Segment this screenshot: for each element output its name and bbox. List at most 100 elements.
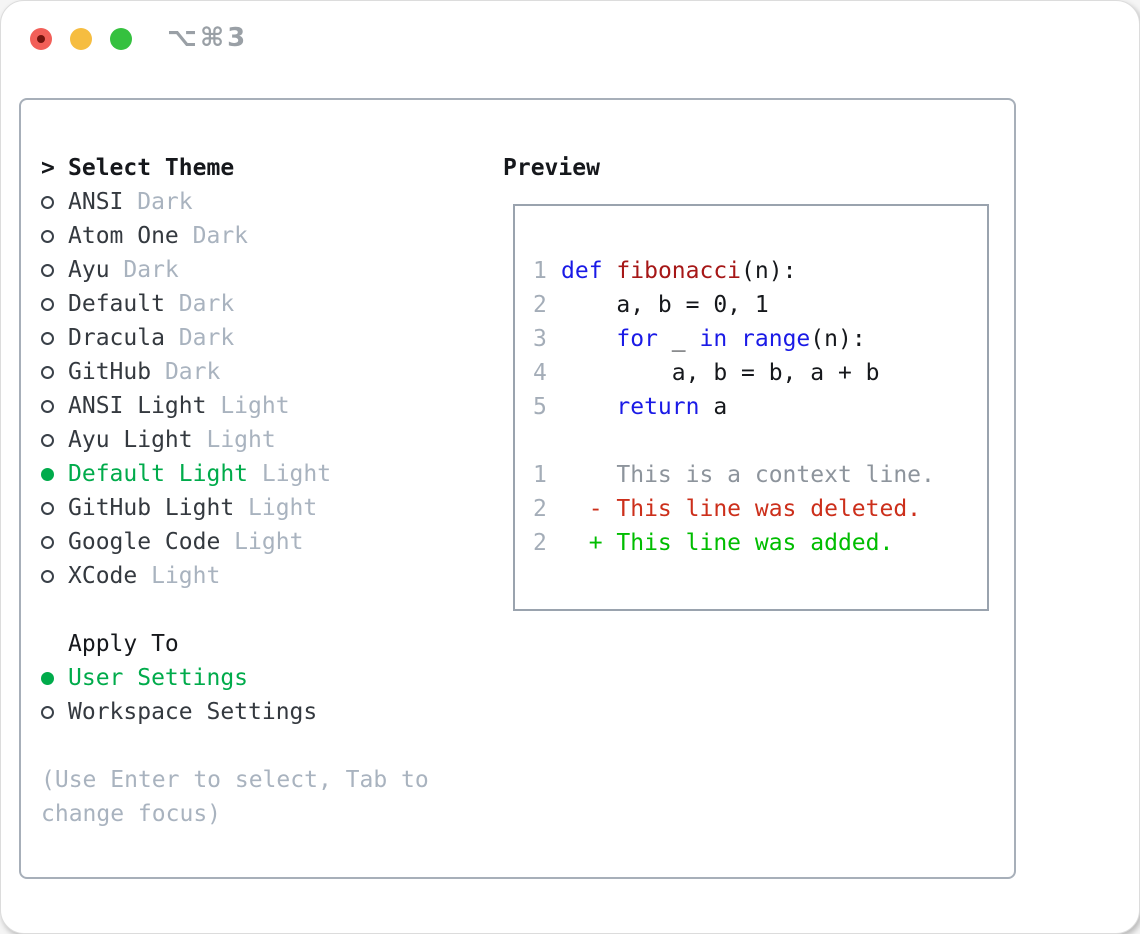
theme-label: Default	[68, 291, 165, 317]
apply-to-option[interactable]: Workspace Settings	[41, 695, 429, 729]
radio-icon	[41, 297, 68, 311]
select-theme-title: Select Theme	[68, 155, 235, 181]
radio-selected-icon	[41, 671, 68, 685]
theme-label: GitHub	[68, 359, 152, 385]
code-segment-fn: fibonacci	[616, 258, 742, 284]
theme-option[interactable]: GitHub Light Light	[41, 491, 429, 525]
code-line: 3 for _ in range(n):	[533, 322, 987, 356]
line-number: 2	[533, 292, 547, 318]
code-segment-pl	[561, 326, 616, 352]
theme-option[interactable]: Google Code Light	[41, 525, 429, 559]
theme-option[interactable]: Ayu Light Light	[41, 423, 429, 457]
code-segment-pl: a	[699, 394, 728, 420]
theme-label: Google Code	[68, 529, 221, 555]
theme-label: Default Light	[68, 461, 249, 487]
code-segment-pl: a, b = b, a + b	[561, 360, 880, 386]
close-button[interactable]	[30, 28, 52, 50]
radio-icon	[41, 399, 68, 413]
code-segment-pl	[727, 326, 741, 352]
code-segment-pl	[603, 258, 617, 284]
theme-option[interactable]: Dracula Dark	[41, 321, 429, 355]
line-number: 3	[533, 326, 547, 352]
theme-variant-label: Light	[234, 495, 318, 521]
radio-selected-icon	[41, 467, 68, 481]
radio-icon	[41, 433, 68, 447]
code-line: 5 return a	[533, 390, 987, 424]
preview-title: Preview	[503, 155, 600, 181]
code-line: 4 a, b = b, a + b	[533, 356, 987, 390]
apply-to-option[interactable]: User Settings	[41, 661, 429, 695]
code-line: 1 def fibonacci(n):	[533, 254, 987, 288]
apply-to-label: Workspace Settings	[68, 699, 318, 725]
theme-option[interactable]: Ayu Dark	[41, 253, 429, 287]
code-segment-pl: _	[657, 326, 700, 352]
spacer-row	[41, 593, 429, 627]
code-line: 2 - This line was deleted.	[533, 492, 987, 526]
radio-icon	[41, 501, 68, 515]
theme-option[interactable]: ANSI Dark	[41, 185, 429, 219]
minimize-button[interactable]	[70, 28, 92, 50]
theme-variant-label: Light	[206, 393, 290, 419]
code-line: 2 + This line was added.	[533, 526, 987, 560]
line-number: 2	[533, 530, 547, 556]
code-segment-add: + This line was added.	[561, 530, 894, 556]
line-number: 2	[533, 496, 547, 522]
radio-icon	[41, 365, 68, 379]
radio-icon	[41, 229, 68, 243]
theme-variant-label: Dark	[178, 223, 249, 249]
code-segment-kw: for	[616, 326, 658, 352]
theme-variant-label: Dark	[164, 325, 235, 351]
theme-variant-label: Light	[192, 427, 276, 453]
theme-variant-label: Light	[220, 529, 304, 555]
line-number: 1	[533, 462, 547, 488]
code-segment-pl: (n):	[741, 258, 797, 284]
window-shortcut-label: ⌥⌘3	[167, 23, 249, 53]
theme-label: Ayu	[68, 257, 110, 283]
cursor-marker: >	[41, 155, 55, 181]
radio-icon	[41, 705, 68, 719]
theme-label: Dracula	[68, 325, 165, 351]
theme-label: GitHub Light	[68, 495, 235, 521]
code-segment-kw: in	[699, 326, 728, 352]
theme-label: XCode	[68, 563, 138, 589]
code-segment-pl	[561, 394, 616, 420]
theme-variant-label: Dark	[151, 359, 221, 385]
code-segment-pl: (n):	[810, 326, 866, 352]
code-segment-pl: a, b = 0, 1	[561, 292, 769, 318]
theme-option[interactable]: Default Dark	[41, 287, 429, 321]
theme-option[interactable]: GitHub Dark	[41, 355, 429, 389]
theme-variant-label: Dark	[164, 291, 235, 317]
theme-option[interactable]: ANSI Light Light	[41, 389, 429, 423]
theme-variant-label: Light	[137, 563, 221, 589]
code-segment-kw: def	[561, 258, 603, 284]
theme-option[interactable]: Default Light Light	[41, 457, 429, 491]
theme-option[interactable]: XCode Light	[41, 559, 429, 593]
line-number: 4	[533, 360, 547, 386]
code-line: 2 a, b = 0, 1	[533, 288, 987, 322]
code-line	[533, 424, 987, 458]
radio-icon	[41, 331, 68, 345]
code-segment-ctx: This is a context line.	[561, 462, 935, 488]
spacer-row	[41, 729, 429, 763]
hint-line-1: (Use Enter to select, Tab to	[41, 767, 429, 793]
theme-label: ANSI	[68, 189, 124, 215]
line-number: 5	[533, 394, 547, 420]
apply-to-header: Apply To	[41, 627, 429, 661]
maximize-button[interactable]	[110, 28, 132, 50]
code-segment-del: - This line was deleted.	[561, 496, 922, 522]
radio-icon	[41, 569, 68, 583]
radio-icon	[41, 535, 68, 549]
line-number: 1	[533, 258, 547, 284]
hint-line-2: change focus)	[41, 801, 222, 827]
theme-variant-label: Light	[248, 461, 332, 487]
theme-option[interactable]: Atom One Dark	[41, 219, 429, 253]
unsaved-changes-dot-icon	[37, 35, 45, 43]
theme-label: Atom One	[68, 223, 179, 249]
